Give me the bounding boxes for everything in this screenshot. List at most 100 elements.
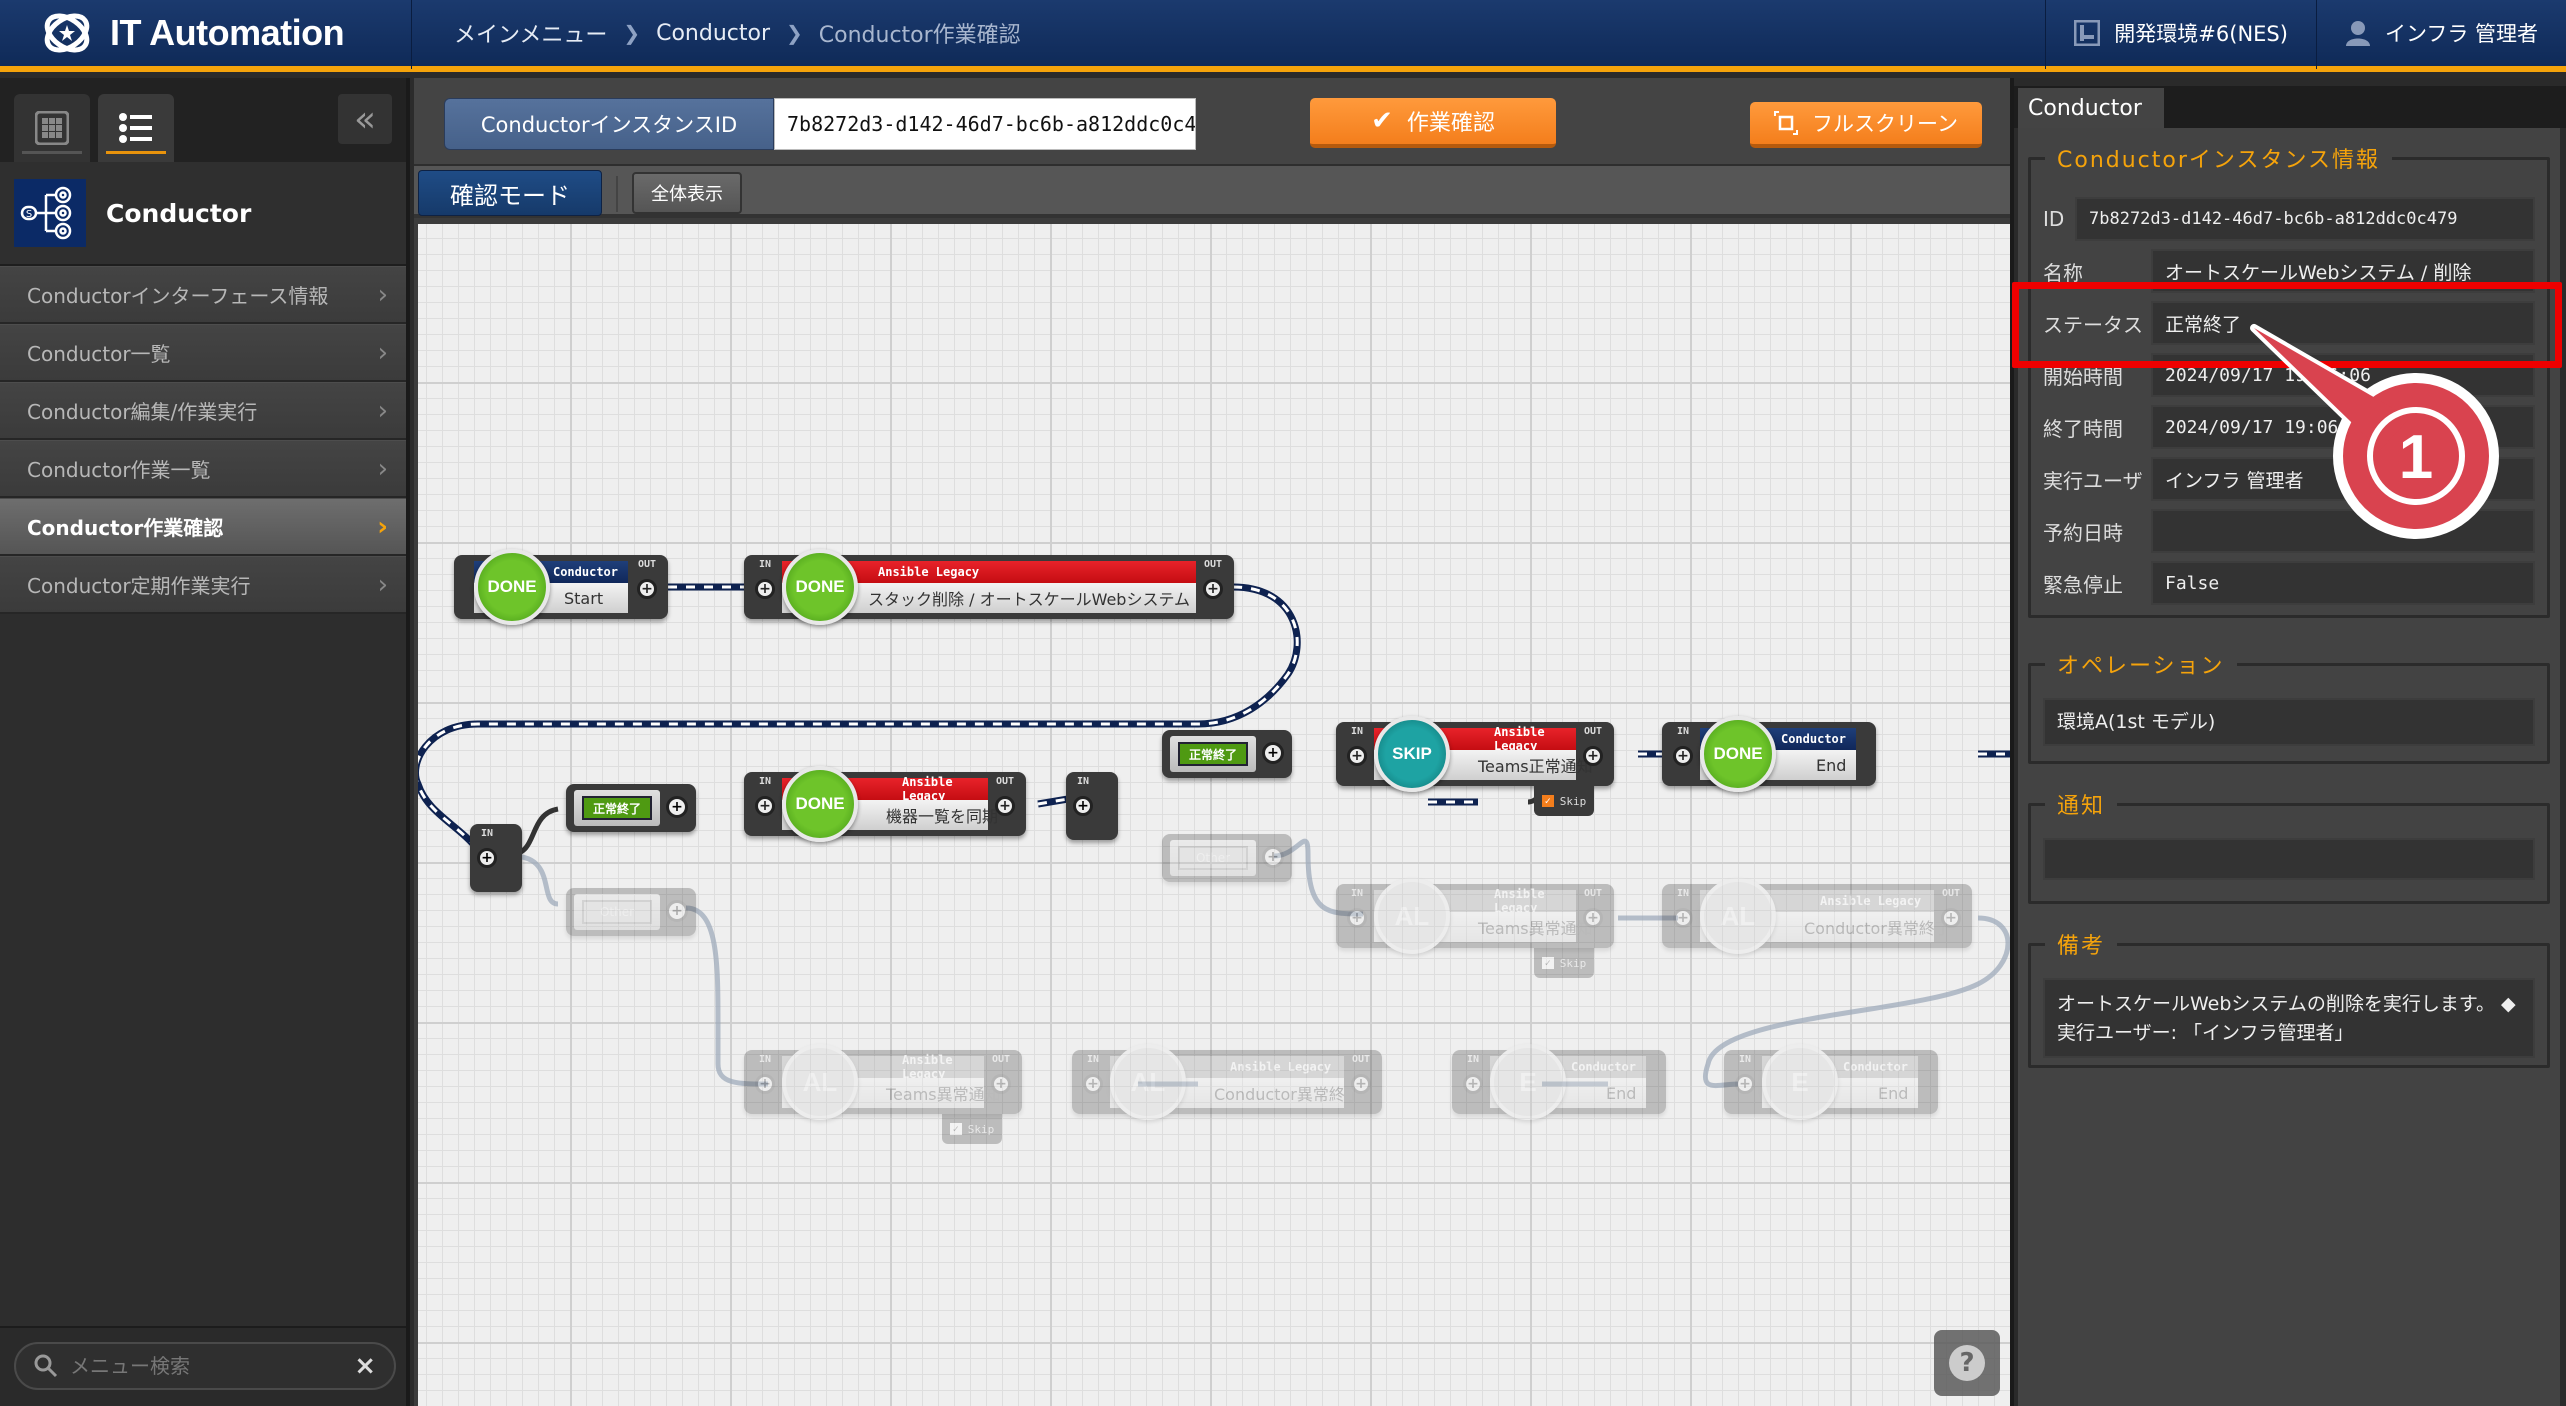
node-end[interactable]: IN+ Conductor End DONE [1662,716,1876,792]
node-stack-delete[interactable]: IN+ Ansible Legacy スタック削除 / オートスケールWebシス… [744,549,1234,625]
in-port[interactable]: IN+ [1666,722,1700,786]
checkbox-checked-icon: ✓ [1541,957,1554,969]
menu-search-box: × [14,1342,396,1390]
condition-normal-end[interactable]: 正常終了+ [1162,730,1292,778]
list-icon [119,113,152,143]
skip-checkbox[interactable]: ✓Skip [1534,948,1594,978]
user-menu[interactable]: インフラ 管理者 [2315,0,2566,69]
user-icon [2345,21,2370,46]
list-view-tab[interactable] [98,94,174,162]
port-label: IN [758,776,772,787]
status-badge: DONE [474,549,550,625]
sidebar-item-label: Conductor定期作業実行 [27,574,251,598]
node-end[interactable]: IN+ Conductor End E [1724,1044,1938,1120]
plus-icon: + [477,848,497,868]
toolbar-divider [616,176,618,212]
condition-other[interactable]: Other+ [1162,834,1292,882]
sidebar: « S Conductor Conductorインターフェース情報› Condu… [0,78,410,1406]
skip-label: Skip [1559,794,1587,808]
instance-id-input[interactable] [774,98,1196,150]
in-port[interactable]: IN + [1076,1050,1110,1114]
breadcrumb-conductor[interactable]: Conductor [656,20,771,46]
sidebar-item-job-confirm[interactable]: Conductor作業確認› [0,498,406,556]
sidebar-item-conductor-list[interactable]: Conductor一覧› [0,324,406,382]
clear-search-icon[interactable]: × [354,1351,376,1381]
in-port[interactable]: IN+ [748,1050,782,1114]
plus-icon: + [1673,908,1693,928]
node-end[interactable]: IN+ Conductor End E [1452,1044,1666,1120]
checkbox-checked-icon: ✓ [949,1123,962,1135]
skip-checkbox[interactable]: ✓Skip [1534,786,1594,816]
confirm-job-button[interactable]: ✔ 作業確認 [1310,98,1556,148]
sidebar-item-label: Conductor作業一覧 [27,458,211,482]
node-start[interactable]: Conductor Start DONE OUT+ [454,549,668,625]
node-teams-error[interactable]: IN+ Ansible Legacy Teams異常通知 AL OUT+ [744,1044,1022,1120]
menu-search-input[interactable] [70,1354,355,1378]
plus-icon: + [991,1074,1011,1094]
connection-line [685,905,769,1087]
field-value: 正常終了 [2151,301,2535,345]
status-badge: AL [1374,878,1450,954]
port-label: IN [1086,1054,1100,1065]
fit-all-button[interactable]: 全体表示 [632,172,742,214]
chevron-right-icon: ❯ [786,21,803,45]
port-label: OUT [637,559,657,570]
out-port[interactable]: OUT+ [630,555,664,619]
in-port[interactable]: IN+ [1340,722,1374,786]
inactive-connections [511,838,2010,1089]
sidebar-item-scheduled-exec[interactable]: Conductor定期作業実行› [0,556,406,614]
condition-other[interactable]: Other+ [566,888,696,936]
logo[interactable]: IT Automation [0,0,412,69]
chevron-right-icon: › [377,453,388,484]
workspace-selector[interactable]: 開発環境#6(NES) [2045,0,2316,69]
port-label: IN [758,559,772,570]
sidebar-item-interface-info[interactable]: Conductorインターフェース情報› [0,266,406,324]
plus-icon: + [1083,1074,1103,1094]
confirm-job-label: 作業確認 [1406,111,1495,136]
in-port[interactable]: IN+ [1666,884,1700,948]
help-button[interactable]: ? [1934,1330,2000,1396]
header-right: 開発環境#6(NES) インフラ 管理者 [2045,0,2566,69]
node-teams-normal[interactable]: IN+ Ansible Legacy Teams正常通知 SKIP OUT+ [1336,716,1614,792]
status-badge: SKIP [1374,716,1450,792]
plus-icon: + [1735,1074,1755,1094]
status-badge: E [1762,1044,1838,1120]
svg-text:S: S [26,209,32,220]
out-port[interactable]: OUT+ [1576,722,1610,786]
in-port[interactable]: IN+ [1728,1050,1762,1114]
instance-id-label: ConductorインスタンスID [444,98,774,150]
in-port[interactable]: IN+ [1340,884,1374,948]
in-port[interactable]: IN+ [1456,1050,1490,1114]
merge-node[interactable]: IN+ [1066,772,1118,840]
out-port[interactable]: OUT+ [988,772,1022,836]
remarks-value: オートスケールWebシステムの削除を実行します。 ◆実行ユーザー: 「インフラ管… [2043,978,2535,1058]
node-conductor-error-end[interactable]: IN+ Ansible Legacy Conductor異常終了 AL OUT+ [1662,878,1972,954]
out-port[interactable]: OUT+ [1196,555,1230,619]
out-port[interactable]: OUT+ [1934,884,1968,948]
condition-label: 正常終了 [582,796,652,820]
conductor-canvas[interactable]: Conductor Start DONE OUT+ IN+ Ansible Le… [418,224,2010,1406]
fullscreen-button[interactable]: フルスクリーン [1750,102,1982,148]
status-badge: AL [782,1044,858,1120]
out-port[interactable]: OUT+ [1344,1050,1378,1114]
condition-normal-end[interactable]: 正常終了+ [566,784,696,832]
in-port[interactable]: IN+ [748,555,782,619]
port-label: IN [1350,888,1364,899]
merge-node[interactable]: IN+ [470,824,522,892]
tab-conductor[interactable]: Conductor [2018,88,2164,128]
grid-view-tab[interactable] [14,94,90,162]
out-port[interactable]: OUT+ [1576,884,1610,948]
skip-checkbox[interactable]: ✓Skip [942,1114,1002,1144]
out-port[interactable]: OUT+ [984,1050,1018,1114]
node-conductor-error-end[interactable]: IN+ Ansible Legacy Conductor異常終了 AL OUT+ [1072,1044,1382,1120]
in-port[interactable]: IN+ [748,772,782,836]
sidebar-item-job-list[interactable]: Conductor作業一覧 › [0,440,406,498]
section-title: 通知 [2057,794,2106,819]
collapse-sidebar-button[interactable]: « [338,94,392,144]
tab-underline [106,151,166,154]
node-sync-devices[interactable]: IN+ Ansible Legacy 機器一覧を同期 DONE OUT+ [744,766,1026,842]
port-label: OUT [995,776,1015,787]
node-teams-error[interactable]: IN+ Ansible Legacy Teams異常通知 AL OUT+ [1336,878,1614,954]
sidebar-item-edit-execute[interactable]: Conductor編集/作業実行› [0,382,406,440]
breadcrumb-main-menu[interactable]: メインメニュー [454,23,608,48]
